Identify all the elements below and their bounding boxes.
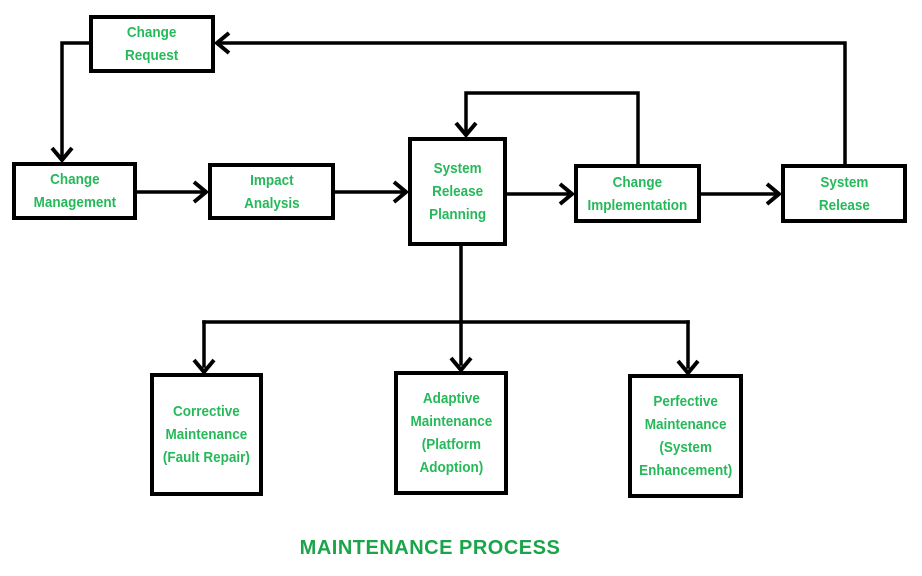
node-change-request-label: Change Request — [125, 24, 179, 64]
arrowhead-down-planning — [454, 121, 478, 139]
arrowhead-down-perfective — [676, 359, 700, 377]
arrowhead-right-planning — [392, 180, 410, 204]
node-adaptive-maintenance-label: Adaptive Maintenance (Platform Adoption) — [410, 390, 492, 476]
edge-release-to-request — [219, 41, 847, 165]
node-change-implementation: Change Implementation — [574, 164, 701, 223]
node-corrective-maintenance: Corrective Maintenance (Fault Repair) — [150, 373, 263, 496]
node-change-implementation-label: Change Implementation — [587, 173, 688, 214]
arrowhead-right-implementation — [558, 182, 576, 206]
node-perfective-maintenance: Perfective Maintenance (System Enhanceme… — [628, 374, 743, 498]
arrowhead-right-impact-analysis — [192, 180, 210, 204]
arrowhead-down-corrective — [192, 358, 216, 376]
node-change-management: Change Management — [12, 162, 137, 220]
node-perfective-maintenance-label: Perfective Maintenance (System Enhanceme… — [638, 393, 733, 479]
edge-implementation-to-planning-loop — [464, 91, 640, 165]
edge-request-to-management — [60, 41, 91, 158]
diagram-title: MAINTENANCE PROCESS — [299, 537, 561, 559]
arrowhead-down-adaptive — [449, 356, 473, 374]
node-impact-analysis-label: Impact Analysis — [243, 171, 300, 212]
node-system-release-label: System Release — [818, 173, 870, 214]
node-impact-analysis: Impact Analysis — [208, 163, 335, 220]
node-system-release: System Release — [781, 164, 907, 223]
node-change-request: Change Request — [89, 15, 215, 73]
node-system-release-planning: System Release Planning — [408, 137, 507, 246]
arrowhead-left-change-request — [213, 31, 231, 55]
node-adaptive-maintenance: Adaptive Maintenance (Platform Adoption) — [394, 371, 508, 495]
node-system-release-planning-label: System Release Planning — [428, 160, 487, 223]
node-change-management-label: Change Management — [33, 171, 116, 211]
arrowhead-down-change-management — [50, 146, 74, 164]
arrowhead-right-system-release — [765, 182, 783, 206]
node-corrective-maintenance-label: Corrective Maintenance (Fault Repair) — [162, 403, 251, 466]
